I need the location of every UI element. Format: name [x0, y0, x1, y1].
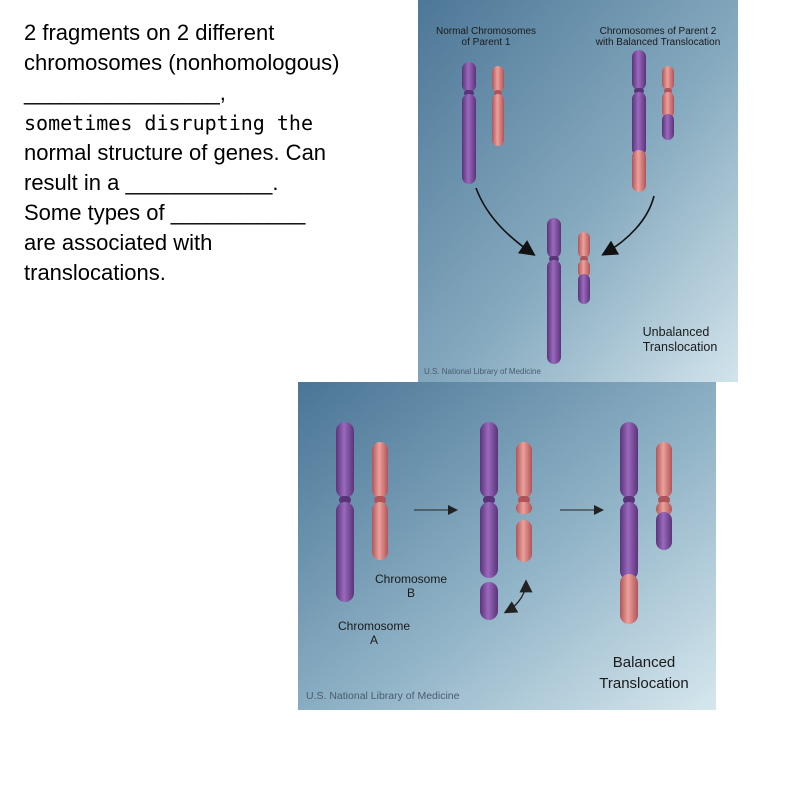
- balanced-translocation-figure: Chromosome B Chromosome A: [298, 382, 716, 710]
- parent2-chromosome-translocated-a: [632, 50, 646, 192]
- balanced-figure-svg: Chromosome B Chromosome A: [298, 382, 716, 710]
- arrow-from-parent1: [475, 187, 536, 256]
- parent2-chromosome-translocated-b: [662, 66, 674, 140]
- unbalanced-figure-svg: Normal Chromosomes of Parent 1 Chromosom…: [418, 0, 738, 382]
- text-blank-line: ________________,: [24, 80, 226, 105]
- unbalanced-translocation-figure: Normal Chromosomes of Parent 1 Chromosom…: [418, 0, 738, 382]
- parent1-chromosome-pink: [492, 66, 504, 146]
- panel-background: [298, 382, 716, 710]
- label-parent1: Normal Chromosomes: [436, 26, 536, 37]
- label-parent1-sub: of Parent 1: [462, 37, 511, 48]
- label-chromosome-a-letter: A: [370, 633, 378, 647]
- text-line: chromosomes (nonhomologous): [24, 50, 340, 75]
- text-line: translocations.: [24, 260, 166, 285]
- label-parent2-sub: with Balanced Translocation: [595, 37, 721, 48]
- arrow-from-parent2: [601, 195, 655, 256]
- label-unbalanced-sub: Translocation: [643, 340, 718, 354]
- parent1-chromosome-purple: [462, 62, 476, 184]
- chromosome-a: [336, 422, 354, 602]
- text-line: normal structure of genes. Can: [24, 140, 327, 165]
- label-chromosome-b: Chromosome: [375, 572, 447, 586]
- credit-text: U.S. National Library of Medicine: [424, 367, 541, 376]
- label-chromosome-a: Chromosome: [338, 619, 410, 633]
- text-line: are associated with: [24, 230, 213, 255]
- label-unbalanced: Unbalanced: [643, 325, 710, 339]
- translocated-chromosome-a: [620, 422, 638, 624]
- text-line: Some types of ___________: [24, 200, 306, 225]
- text-line: result in a ____________.: [24, 170, 279, 195]
- result-chromosome-pink: [578, 232, 590, 304]
- chromosome-b: [372, 442, 388, 560]
- label-chromosome-b-letter: B: [407, 586, 415, 600]
- label-balanced-sub: Translocation: [599, 675, 689, 692]
- chromosome-a-broken: [480, 422, 498, 620]
- swap-arrow: [503, 579, 533, 614]
- result-chromosome-purple: [547, 218, 561, 364]
- text-line: 2 fragments on 2 different: [24, 20, 275, 45]
- question-text: 2 fragments on 2 different chromosomes (…: [24, 18, 414, 288]
- chromosome-b-broken: [516, 442, 532, 562]
- translocated-chromosome-b: [656, 442, 672, 550]
- label-parent2: Chromosomes of Parent 2: [600, 26, 717, 37]
- text-line: sometimes disrupting the: [24, 111, 313, 135]
- credit-text: U.S. National Library of Medicine: [306, 690, 460, 702]
- label-balanced: Balanced: [613, 654, 676, 671]
